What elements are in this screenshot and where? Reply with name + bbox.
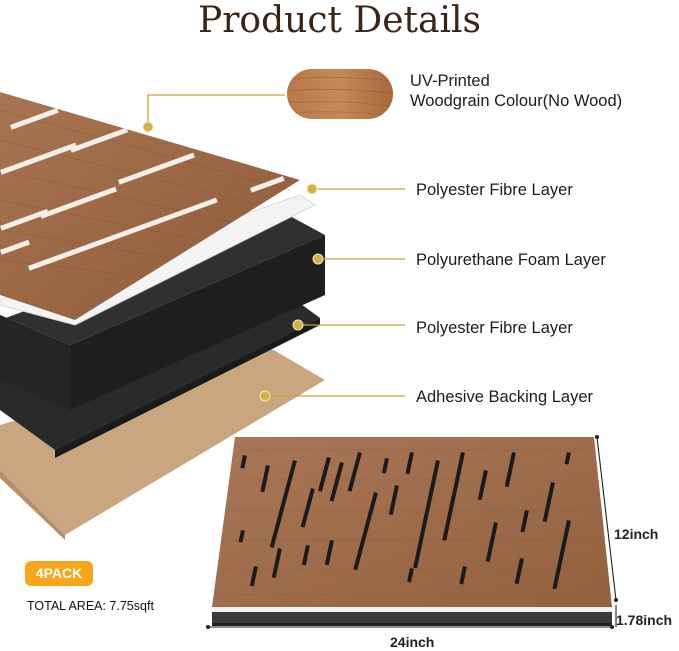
page-title: Product Details	[197, 0, 481, 41]
adhesive-backing-layer	[0, 345, 325, 535]
height-dimension: 12inch	[614, 526, 659, 542]
layer-label-polyester-1: Polyester Fibre Layer	[416, 181, 573, 199]
depth-dimension: 1.78inch	[616, 612, 673, 628]
total-area-text: TOTAL AREA: 7.75sqft	[27, 599, 154, 613]
layer-label-woodgrain: UV-Printed Woodgrain Colour(No Wood)	[410, 71, 622, 111]
woodgrain-swatch	[287, 69, 393, 119]
assembled-panel	[212, 437, 612, 626]
layer-label-foam: Polyurethane Foam Layer	[416, 251, 606, 269]
layer-label-polyester-2: Polyester Fibre Layer	[416, 319, 573, 337]
woodgrain-label-line2: Woodgrain Colour(No Wood)	[410, 92, 623, 110]
width-dimension: 24inch	[390, 634, 435, 650]
pack-badge: 4PACK	[25, 561, 93, 586]
layer-label-adhesive: Adhesive Backing Layer	[416, 388, 594, 406]
woodgrain-label-line1: UV-Printed	[410, 72, 490, 90]
